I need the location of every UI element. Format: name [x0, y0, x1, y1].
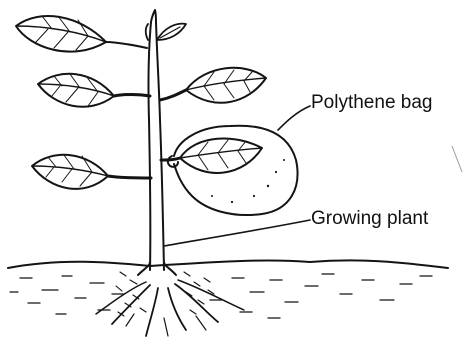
polythene-bag-label: Polythene bag: [311, 93, 433, 112]
growing-plant-label: Growing plant: [311, 209, 428, 228]
scan-mark: [452, 146, 462, 172]
plant-leader-line: [164, 220, 310, 246]
bag-leader-line: [278, 106, 310, 130]
leaf-middle-right: [160, 68, 266, 103]
leaf-lower-left: [32, 155, 151, 189]
leaf-middle-left: [38, 74, 150, 107]
leaf-upper-left: [16, 16, 147, 52]
soil-stipple: [116, 272, 214, 316]
soil-surface-line: [8, 260, 448, 268]
soil: [8, 260, 448, 336]
terminal-bud: [146, 24, 186, 40]
bag-droplets: [211, 159, 285, 203]
stem: [138, 10, 176, 275]
soil-texture: [10, 274, 432, 318]
